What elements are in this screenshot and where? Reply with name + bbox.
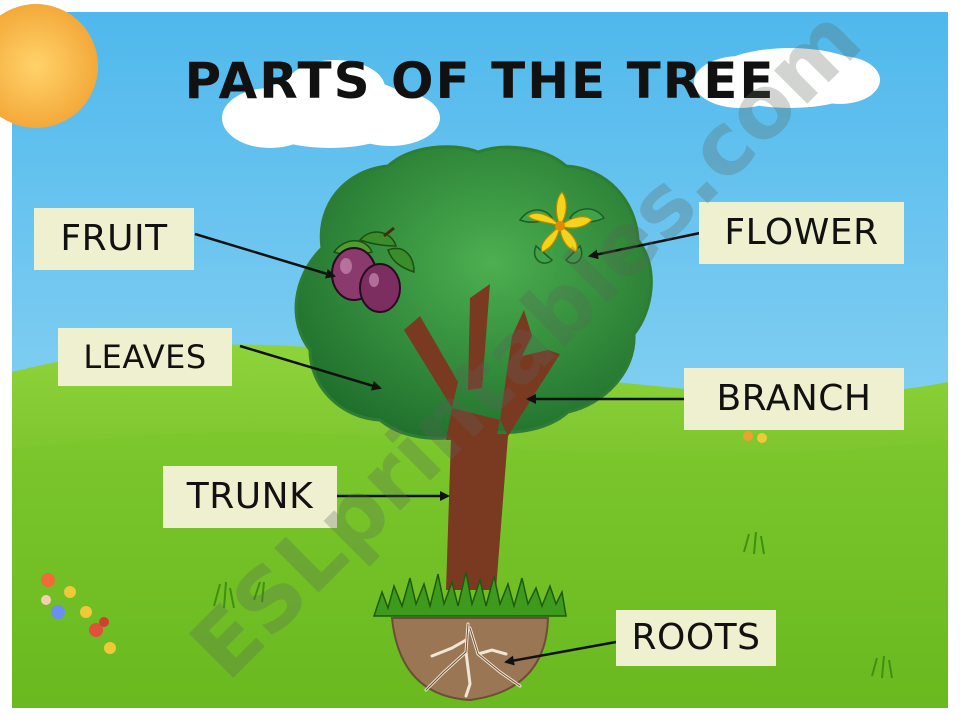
page-title: PARTS OF THE TREE	[150, 52, 810, 110]
branch-label: BRANCH	[684, 368, 904, 430]
roots-label: ROOTS	[616, 610, 776, 666]
fruit-label: FRUIT	[34, 208, 194, 270]
flower-label: FLOWER	[699, 202, 904, 264]
trunk-label: TRUNK	[163, 466, 337, 528]
leaves-label: LEAVES	[58, 328, 232, 386]
